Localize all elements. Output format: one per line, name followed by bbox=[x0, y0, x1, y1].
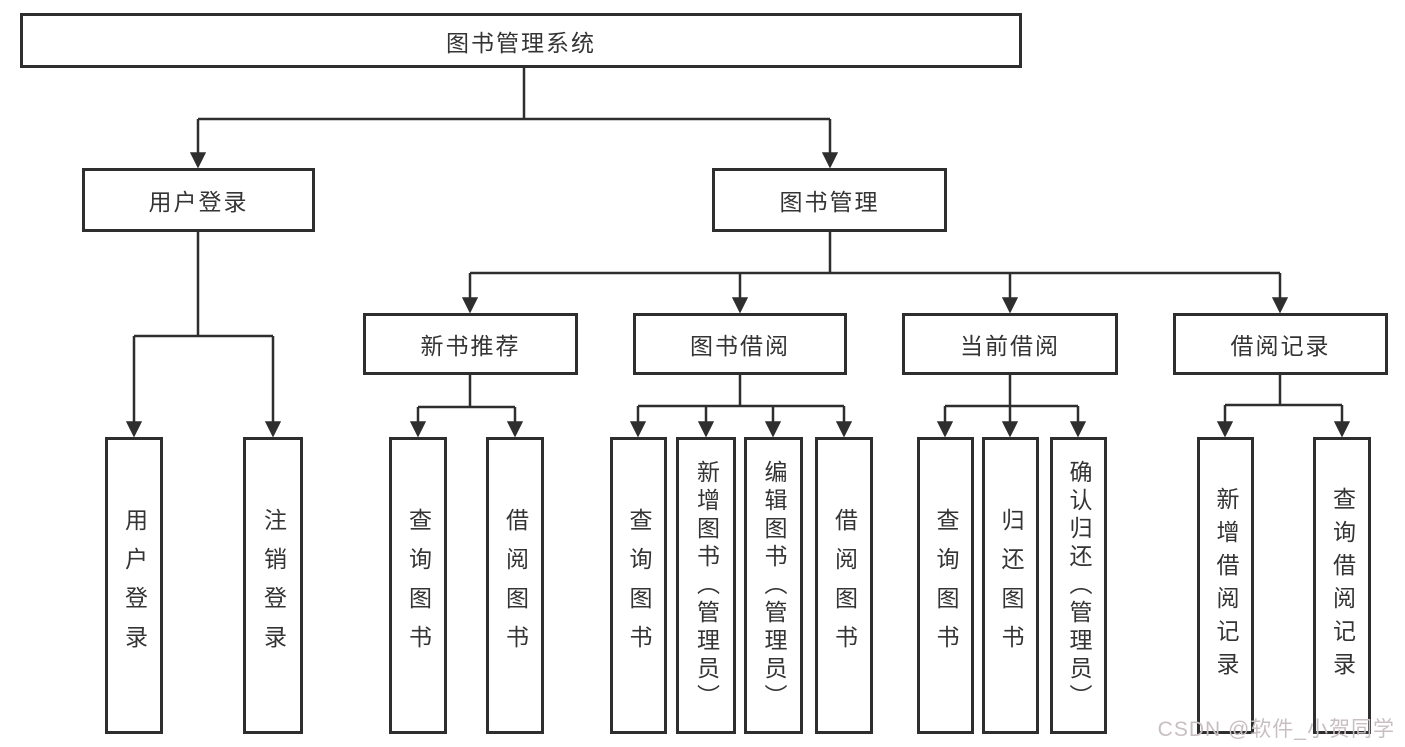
leaf-query-borrow-record: 查询借阅记录 bbox=[1313, 437, 1371, 734]
node-current-borrowing: 当前借阅 bbox=[902, 313, 1118, 375]
connector-borrow-record-to-leaves bbox=[1216, 375, 1351, 438]
leaf-edit-books-admin: 编辑图书（管理员） bbox=[744, 437, 803, 734]
node-book-borrowing: 图书借阅 bbox=[633, 313, 847, 375]
leaf-query-books: 查询图书 bbox=[610, 437, 667, 734]
node-book-management: 图书管理 bbox=[712, 168, 947, 232]
connector-current-borrow-to-leaves bbox=[936, 375, 1087, 438]
connector-book-mgmt-to-level3 bbox=[461, 232, 1289, 314]
leaf-query-books: 查询图书 bbox=[389, 437, 447, 734]
connector-user-login-to-leaves bbox=[125, 232, 282, 438]
node-library-management-system: 图书管理系统 bbox=[20, 13, 1022, 68]
node-user-login: 用户登录 bbox=[82, 168, 315, 232]
connector-book-borrow-to-leaves bbox=[629, 375, 853, 438]
connector-new-book-rec-to-leaves bbox=[409, 375, 524, 438]
leaf-add-borrow-record: 新增借阅记录 bbox=[1197, 437, 1254, 734]
leaf-borrow-books: 借阅图书 bbox=[815, 437, 873, 734]
leaf-add-books-admin: 新增图书（管理员） bbox=[676, 437, 736, 734]
connector-root-to-level2 bbox=[189, 68, 839, 169]
node-new-book-recommendation: 新书推荐 bbox=[363, 313, 578, 375]
leaf-borrow-books: 借阅图书 bbox=[486, 437, 544, 734]
leaf-query-books: 查询图书 bbox=[917, 437, 974, 734]
node-borrowing-records: 借阅记录 bbox=[1173, 313, 1388, 375]
leaf-confirm-return-admin: 确认归还（管理员） bbox=[1050, 437, 1107, 734]
leaf-user-login: 用户登录 bbox=[105, 437, 163, 734]
leaf-return-books: 归还图书 bbox=[982, 437, 1039, 734]
leaf-logout: 注销登录 bbox=[243, 437, 303, 734]
